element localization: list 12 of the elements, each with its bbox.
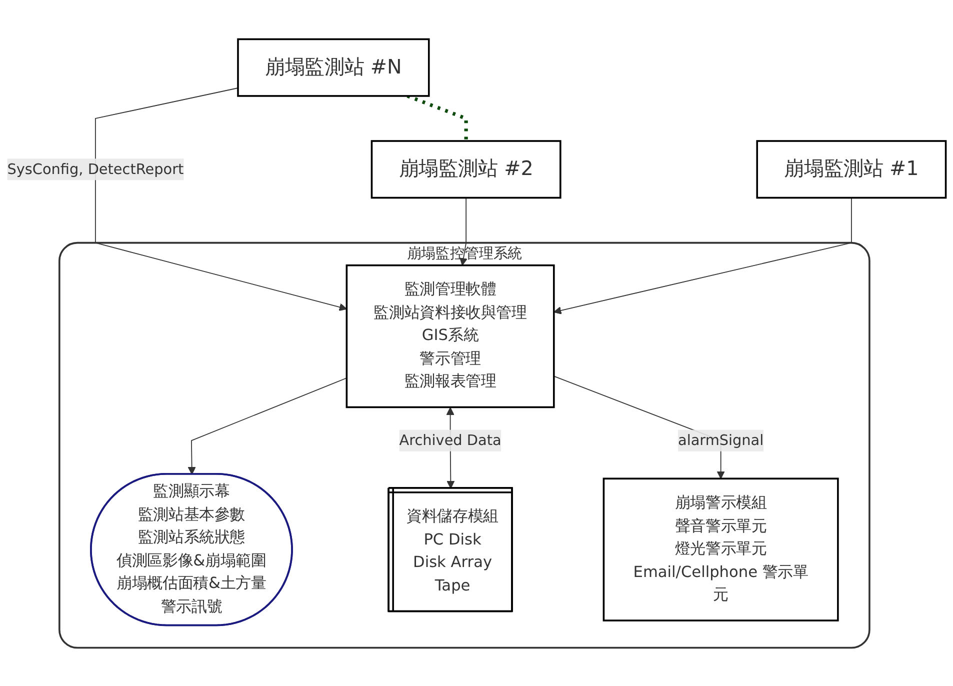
arrow [460,196,468,266]
edge-label: Archived Data [399,431,502,448]
node-box: 監測管理軟體 監測站資料接收與管理 GIS系統 警示管理 監測報表管理 [346,264,555,408]
edge-label: alarmSignal [678,431,764,448]
arrow [188,377,348,474]
node-box: 崩塌警示模組 聲音警示單元 燈光警示單元 Email/Cellphone 警示單元 [602,477,839,621]
node-box: 崩塌監測站 #1 [756,140,947,198]
edge-label: SysConfig, DetectReport [7,160,184,178]
arrow [95,87,348,310]
node-box: 崩塌監測站 #N [237,38,430,96]
arrow [554,196,852,314]
node-box: 崩塌監測站 #2 [370,140,562,198]
